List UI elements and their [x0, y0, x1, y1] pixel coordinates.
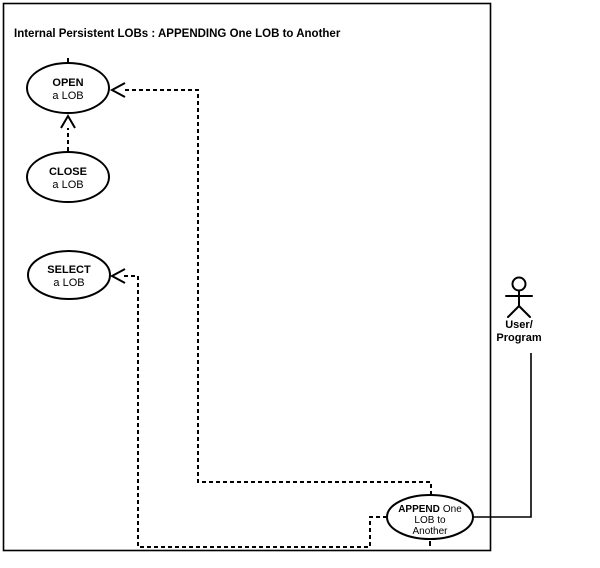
arrowhead-into-select-icon: [109, 268, 126, 284]
close-ellipse: [26, 151, 110, 203]
append-to-select-connector: [109, 268, 387, 548]
diagram-title: Internal Persistent LOBs : APPENDING One…: [14, 28, 341, 40]
open-label-rest: a LOB: [52, 90, 83, 102]
use-case-select: SELECT a LOB: [27, 250, 111, 300]
actor-label-line1: User/: [505, 319, 533, 331]
append-to-open-line: [124, 89, 432, 495]
arrowhead-into-open-icon: [109, 82, 126, 98]
append-label-rest: One: [443, 504, 462, 515]
open-ellipse: [26, 62, 110, 114]
actor-head-icon: [511, 276, 527, 292]
select-label-rest: a LOB: [53, 277, 84, 289]
append-label-line2: LOB to: [414, 515, 446, 526]
close-label-rest: a LOB: [52, 179, 83, 191]
actor-left-leg-icon: [507, 305, 520, 318]
append-label-line3: Another: [412, 526, 448, 537]
actor-right-leg-icon: [518, 305, 531, 318]
use-case-open: OPEN a LOB: [26, 62, 110, 114]
close-label-keyword: CLOSE: [49, 166, 87, 178]
system-boundary: [2, 2, 492, 552]
actor-label-line2: Program: [496, 332, 541, 344]
append-to-open-connector: [109, 82, 432, 546]
open-label-keyword: OPEN: [52, 77, 83, 89]
actor-user-program: User/ Program: [496, 276, 542, 344]
arrowhead-into-open-bottom-icon: [60, 114, 76, 129]
append-to-select-line: [124, 275, 387, 548]
append-label-keyword: APPEND: [398, 504, 440, 515]
actor-association-line: [473, 353, 532, 518]
append-ellipse: [386, 494, 474, 540]
select-label-keyword: SELECT: [47, 264, 91, 276]
select-ellipse: [27, 250, 111, 300]
use-case-close: CLOSE a LOB: [26, 151, 110, 203]
